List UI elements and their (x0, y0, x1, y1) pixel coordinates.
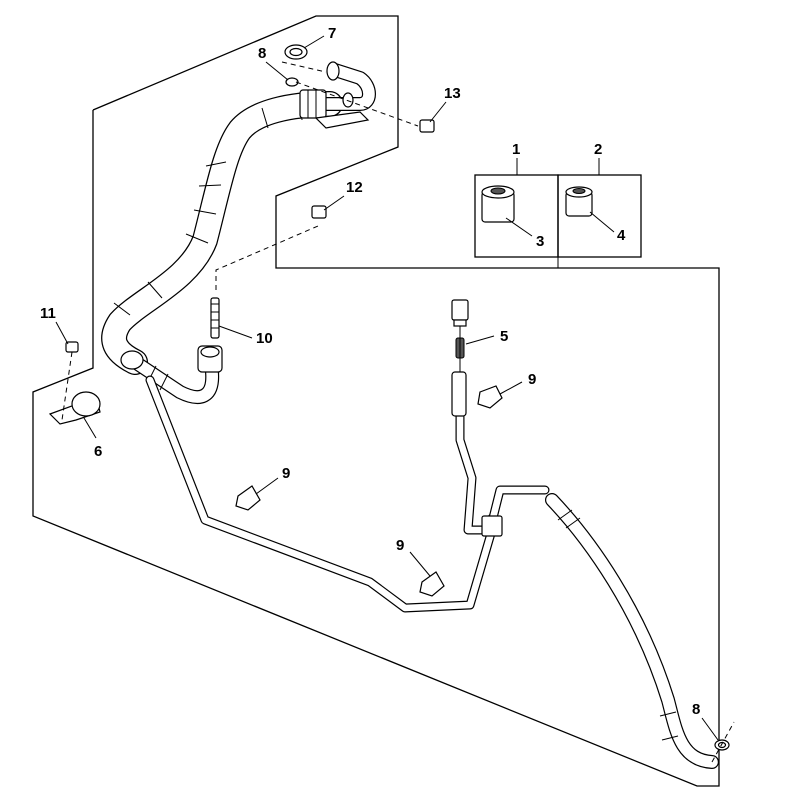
callout-9-left: 9 (282, 465, 290, 482)
service-cap-3 (481, 185, 515, 223)
dashed-alignment-stud (215, 225, 319, 290)
callout-8-lower: 8 (692, 701, 700, 718)
service-cap-4 (565, 186, 593, 217)
leader-9-right (499, 381, 523, 395)
callout-10: 10 (256, 330, 273, 347)
dashed-alignment-lower (711, 721, 735, 763)
suction-hose (101, 91, 343, 375)
o-ring-8-upper (285, 77, 299, 87)
leader-4 (589, 211, 615, 233)
leader-10 (218, 325, 253, 339)
callout-3: 3 (536, 233, 544, 250)
leader-12 (323, 195, 345, 211)
leader-9-middle (409, 551, 431, 577)
o-ring-8-lower (714, 739, 730, 751)
dashed-alignment-upper (281, 61, 327, 73)
nut-12 (311, 205, 327, 219)
clip-9-middle (419, 571, 445, 597)
clip-9-right (477, 385, 503, 409)
callout-13: 13 (444, 85, 461, 102)
service-port-line (451, 371, 550, 537)
callout-6: 6 (94, 443, 102, 460)
leader-3 (505, 217, 533, 237)
leader-8-lower (701, 717, 719, 741)
upper-connector-block (299, 61, 376, 129)
clip-9-left (235, 485, 261, 511)
callout-5: 5 (500, 328, 508, 345)
stud-bolt (210, 297, 220, 339)
assembly-frame (32, 15, 720, 787)
callout-8-upper: 8 (258, 45, 266, 62)
leader-8-upper (265, 61, 289, 81)
suction-hose-lower-end (120, 345, 223, 404)
callout-1: 1 (512, 141, 520, 158)
leader-13 (429, 101, 447, 123)
leader-11 (55, 321, 69, 345)
discharge-hose (545, 493, 719, 769)
callout-11: 11 (40, 305, 56, 322)
dashed-alignment-bracket (61, 351, 73, 421)
callout-4: 4 (617, 227, 626, 244)
dashed-alignment-ring (295, 81, 419, 127)
callout-12: 12 (346, 179, 363, 196)
nut-13 (419, 119, 435, 133)
service-valve-core (451, 299, 469, 372)
mounting-bracket (48, 391, 101, 425)
leader-7 (303, 35, 325, 49)
leader-5 (465, 335, 495, 345)
callout-9-right: 9 (528, 371, 536, 388)
rigid-pressure-line (145, 375, 497, 613)
callout-2: 2 (594, 141, 602, 158)
leader-9-left (255, 477, 279, 495)
seal-ring-7 (284, 44, 308, 60)
callout-7: 7 (328, 25, 336, 42)
callout-9-middle: 9 (396, 537, 404, 554)
leader-6 (83, 417, 97, 439)
